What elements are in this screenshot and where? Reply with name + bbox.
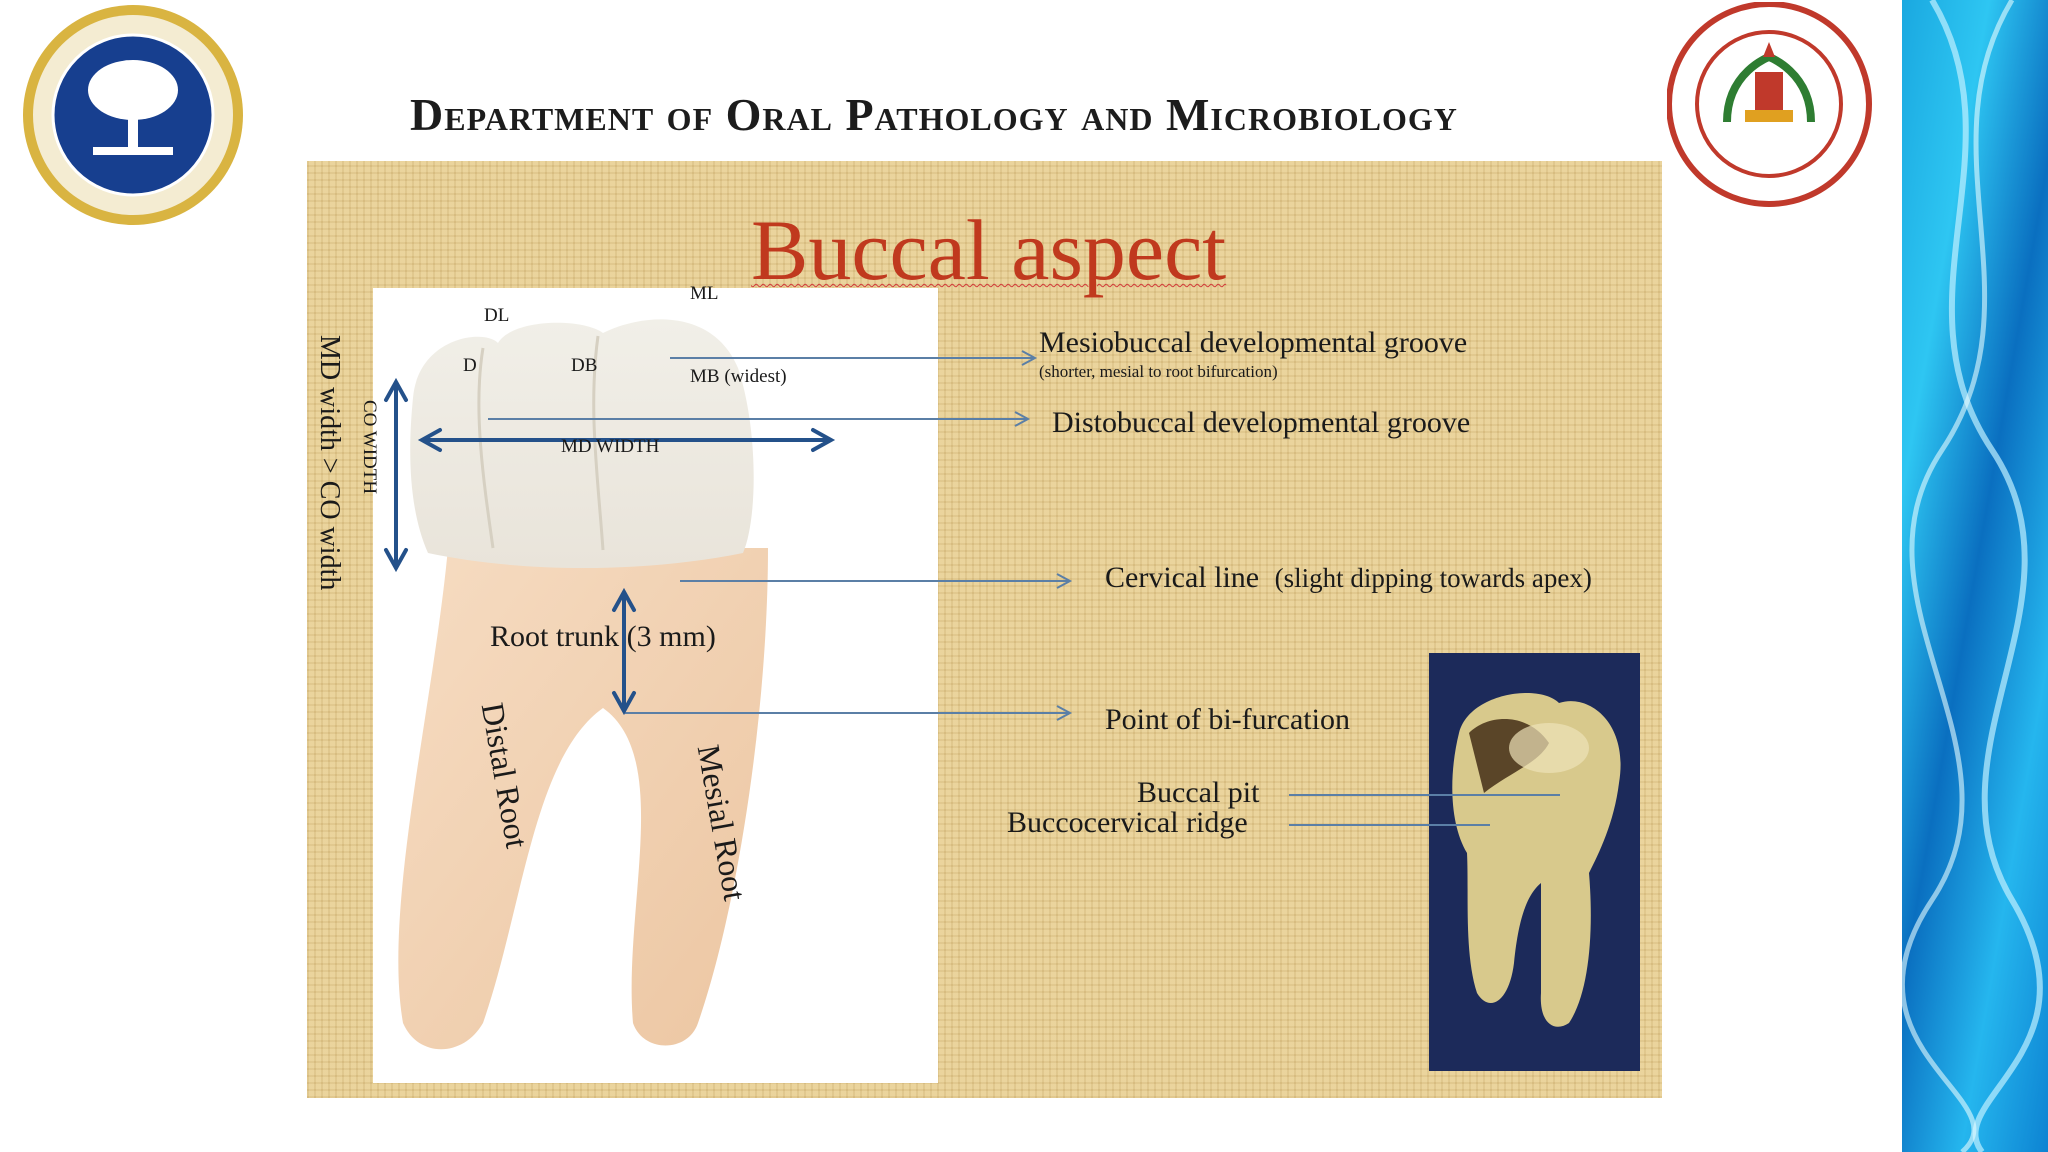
extracted-tooth-photo — [1429, 653, 1640, 1071]
label-mb: MB (widest) — [690, 366, 787, 387]
annotation-buccal-pit: Buccal pit — [1137, 776, 1260, 809]
annotation-buccocervical-ridge: Buccocervical ridge — [1007, 806, 1248, 839]
label-db: DB — [571, 355, 598, 376]
dna-side-banner — [1902, 0, 2048, 1152]
tooth-illustration-panel — [373, 288, 938, 1083]
dna-helix-icon — [1902, 0, 2043, 1152]
cervical-line-note: (slight dipping towards apex) — [1274, 563, 1592, 593]
label-d: D — [463, 355, 477, 376]
slide-title: Buccal aspect — [751, 202, 1227, 298]
annotation-mesiobuccal-note: (shorter, mesial to root bifurcation) — [1039, 362, 1278, 381]
label-ml: ML — [690, 283, 719, 304]
label-md-width: MD WIDTH — [561, 436, 660, 457]
tooth-photo-image — [1452, 693, 1621, 1027]
annotation-bifurcation: Point of bi-furcation — [1105, 703, 1350, 736]
molar-tooth-illustration — [398, 319, 768, 1050]
annotation-cervical-line: Cervical line (slight dipping towards ap… — [1105, 561, 1592, 595]
srm-institute-logo — [23, 5, 243, 225]
annotation-mesiobuccal-groove: Mesiobuccal developmental groove — [1039, 326, 1468, 359]
annotation-distobuccal-groove: Distobuccal developmental groove — [1052, 406, 1471, 439]
label-root-trunk: Root trunk (3 mm) — [490, 620, 716, 653]
side-note-md-gt-co: MD width > CO width — [314, 335, 345, 591]
label-dl: DL — [484, 305, 510, 326]
cervical-line-label: Cervical line — [1105, 561, 1260, 594]
label-co-width: CO WIDTH — [359, 400, 380, 495]
srm-dental-college-logo — [1667, 2, 1872, 207]
department-header: Department of Oral Pathology and Microbi… — [410, 89, 1458, 140]
